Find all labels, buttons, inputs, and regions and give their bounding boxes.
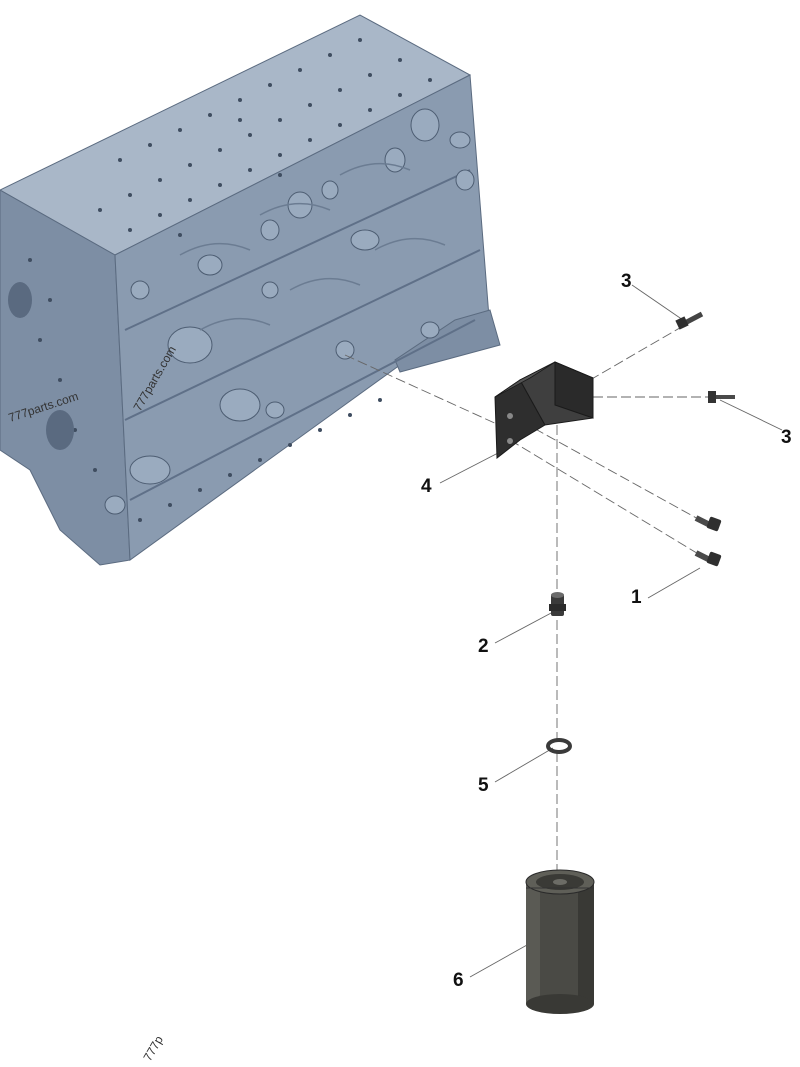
- callout-3-top: 3: [621, 271, 632, 292]
- bolt-part-3-right: [708, 391, 735, 403]
- bolt-part-1-upper: [694, 515, 722, 532]
- leader-lines: [344, 284, 783, 978]
- bolt-part-3-top: [675, 311, 704, 330]
- filter-head-part-4: [494, 361, 594, 460]
- bolt-part-1-lower: [694, 550, 722, 567]
- callout-3-right: 3: [781, 427, 792, 448]
- callout-4: 4: [421, 476, 432, 497]
- callout-1: 1: [631, 587, 642, 608]
- watermark-bottom: 777p: [140, 1033, 166, 1063]
- callout-labels: 3 3 4 1 2 5 6: [421, 271, 792, 991]
- filter-cartridge-part-6: [525, 869, 595, 1014]
- callout-5: 5: [478, 775, 489, 796]
- callout-6: 6: [453, 970, 464, 991]
- adapter-part-2: [549, 592, 566, 616]
- engine-block: [0, 14, 501, 566]
- callout-2: 2: [478, 636, 489, 657]
- seal-ring-part-5: [546, 738, 572, 754]
